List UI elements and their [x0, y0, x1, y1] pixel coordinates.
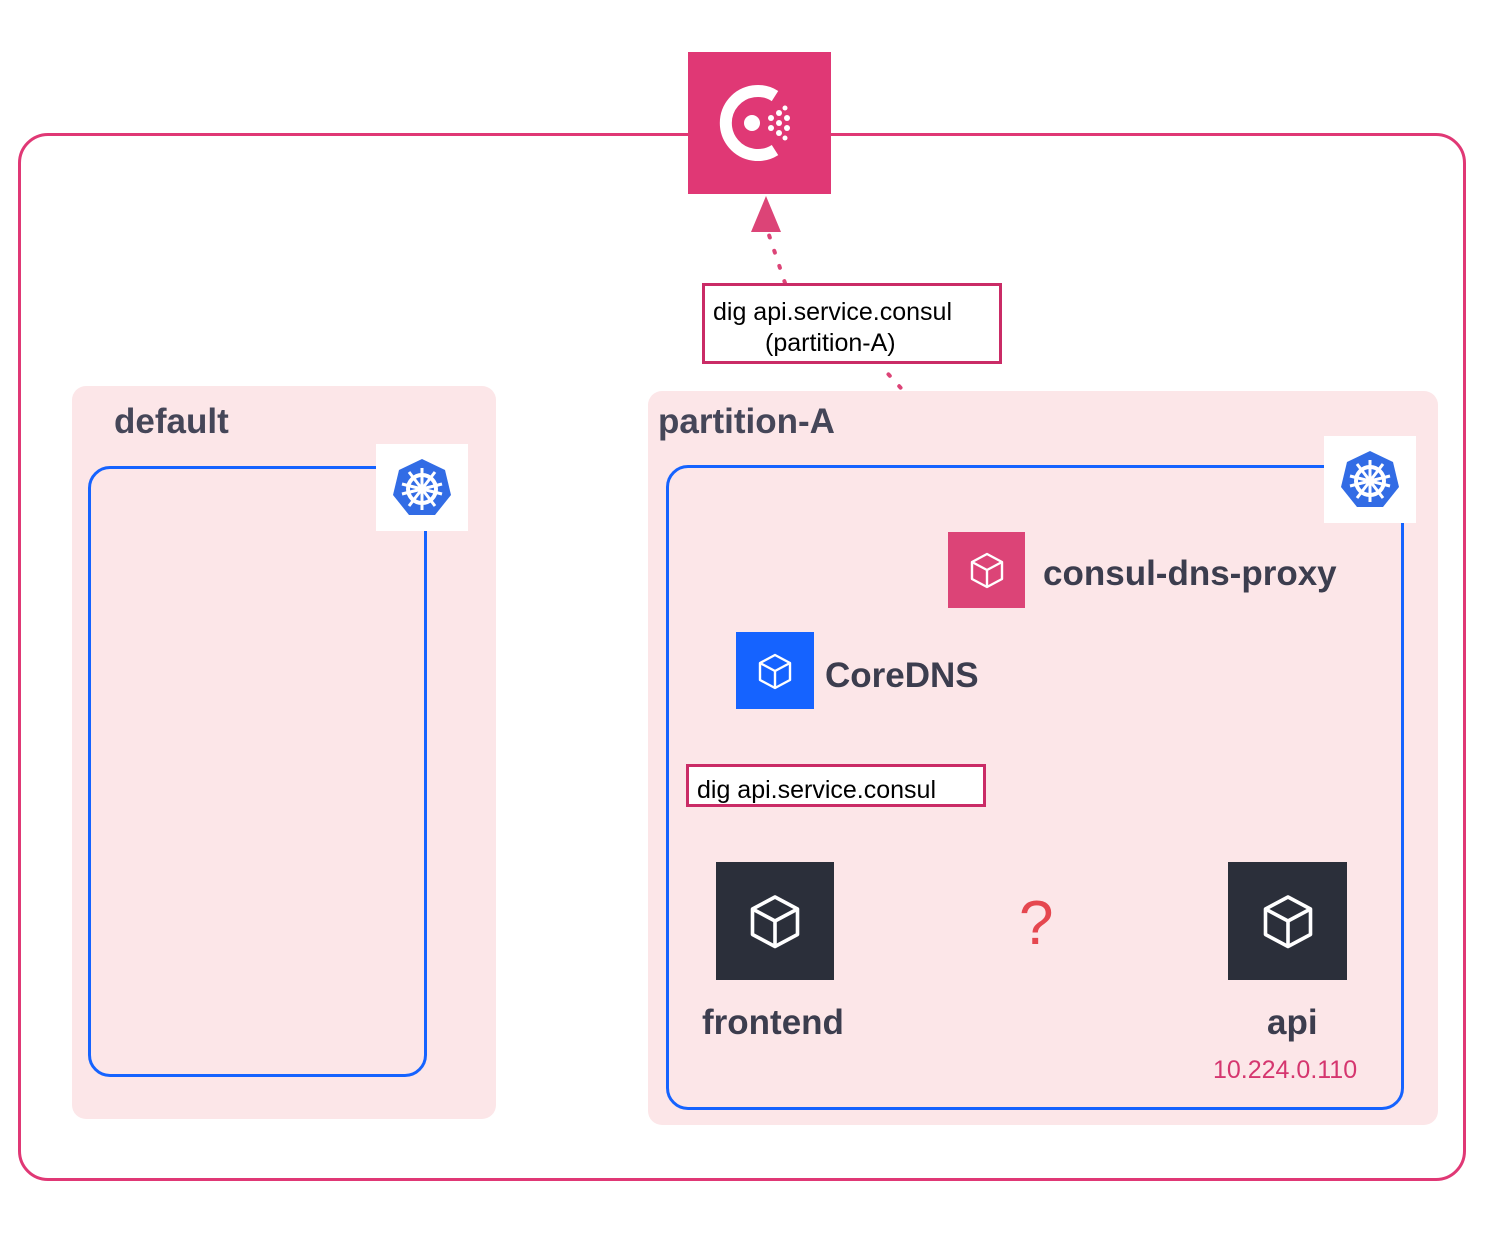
- k8s-badge-partition-a: [1324, 436, 1416, 523]
- consul-server-node: [688, 52, 831, 194]
- api-label: api: [1267, 1003, 1318, 1042]
- consul-logo-icon: [719, 85, 790, 161]
- kubernetes-icon: [1341, 450, 1399, 507]
- kubernetes-icon: [393, 458, 451, 515]
- query-note-coredns-line: dig api.service.consul: [697, 776, 937, 804]
- consul-arrowhead: [751, 196, 781, 232]
- query-to-consul-line: [766, 230, 787, 285]
- query-note-to-consul: dig api.service.consul (partition-A): [702, 283, 1002, 364]
- frontend-label: frontend: [702, 1003, 844, 1042]
- frontend-node: [716, 862, 834, 980]
- cube-icon: [750, 895, 800, 949]
- consul-dns-proxy-label: consul-dns-proxy: [1043, 554, 1337, 593]
- partition-default-title: default: [114, 402, 229, 441]
- api-ip-address: 10.224.0.110: [1213, 1056, 1358, 1084]
- cube-icon: [970, 552, 1003, 589]
- query-note-to-coredns: dig api.service.consul: [686, 764, 986, 807]
- unknown-target-question: ?: [1019, 889, 1054, 958]
- consul-dns-proxy-node: [948, 532, 1025, 608]
- cluster-default: [88, 466, 427, 1077]
- partition-a-title: partition-A: [658, 402, 835, 441]
- coredns-label: CoreDNS: [825, 656, 979, 695]
- cube-icon: [1263, 895, 1312, 949]
- coredns-node: [736, 632, 814, 709]
- cube-icon: [758, 653, 792, 689]
- api-node: [1228, 862, 1347, 980]
- cluster-partition-a: [666, 465, 1404, 1110]
- query-note-line-2: (partition-A): [765, 329, 896, 357]
- partition-a: [648, 391, 1438, 1125]
- k8s-badge-default: [376, 444, 468, 531]
- query-note-line-1: dig api.service.consul: [713, 298, 953, 326]
